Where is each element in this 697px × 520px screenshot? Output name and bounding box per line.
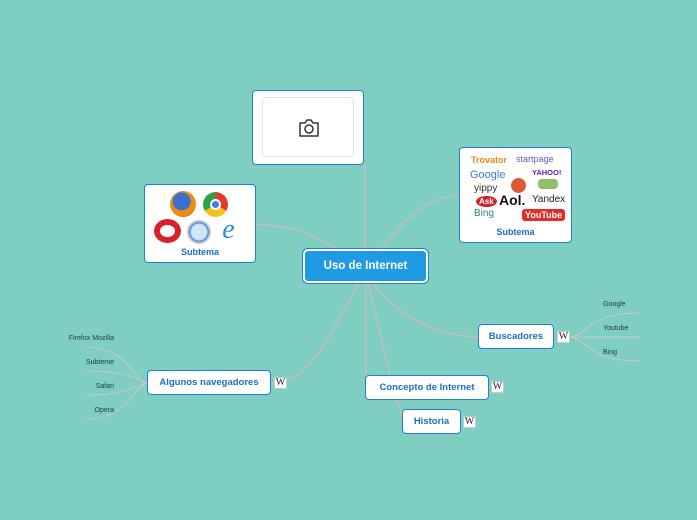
link-root-browser-image [254,223,339,251]
topic-history[interactable]: Historia [402,409,461,434]
link-root-search [371,281,479,338]
camera-icon [299,119,319,137]
topic-browsers[interactable]: Algunos navegadores [147,370,271,395]
browser-logos-image-node[interactable]: e Subtema [144,184,256,263]
logo-ask: Ask [476,196,497,207]
logo-google: Google [470,169,506,181]
leaf-firefox-mozilla[interactable]: Firefox Mozilla [68,335,114,342]
logo-startpage: startpage [516,154,554,164]
link-browser-leaf-4 [85,382,148,420]
link-search-leaf-3 [570,336,641,362]
root-node[interactable]: Uso de Internet [303,249,428,283]
image-placeholder-frame [262,97,354,157]
link-root-history [367,281,404,419]
topic-browsers-label: Algunos navegadores [159,377,259,388]
internet-explorer-logo-icon: e [222,214,235,245]
logo-aol: Aol. [499,192,526,208]
leaf-bing[interactable]: Bing [603,349,618,356]
link-root-search-image [379,194,461,251]
wikipedia-icon-concept[interactable]: W [491,381,504,393]
logo-yahoo: YAHOO! [532,168,562,177]
safari-logo-icon [187,220,211,244]
topic-internet-concept-label: Concepto de Internet [379,382,475,393]
logo-youtube: YouTube [522,209,566,221]
sphere-logo-icon [538,179,558,189]
search-engine-logos-image-node[interactable]: Trovator startpage Google YAHOO! yippy A… [459,147,572,243]
leaf-opera[interactable]: Opera [94,407,114,414]
image-placeholder-node[interactable] [252,90,364,165]
link-search-leaf-1 [570,312,641,338]
search-image-caption: Subtema [496,227,535,237]
wikipedia-icon-history[interactable]: W [463,416,476,428]
logo-yippy: yippy [474,183,498,194]
duckduckgo-logo-icon [511,178,526,193]
browser-image-caption: Subtema [180,247,219,257]
leaf-subteme[interactable]: Subteme [85,359,114,366]
leaf-safari[interactable]: Safari [95,383,114,390]
logo-yandex: Yandex [532,194,566,205]
logo-bing: Bing [474,208,495,219]
logo-trovator: Trovator [471,155,508,165]
link-browser-leaf-3 [85,382,148,396]
firefox-logo-icon [170,191,196,217]
leaf-google[interactable]: Google [603,301,626,308]
root-label: Uso de Internet [323,260,408,272]
link-root-browsers [269,281,361,384]
wikipedia-icon-browsers[interactable]: W [274,377,287,389]
topic-search-engines[interactable]: Buscadores [478,324,554,349]
opera-logo-icon [154,219,181,243]
topic-history-label: Historia [413,416,450,427]
chrome-logo-icon [203,192,228,217]
leaf-youtube[interactable]: Youtube [603,325,629,332]
link-browser-leaf-2 [85,370,148,384]
topic-search-engines-label: Buscadores [488,331,544,342]
wikipedia-icon-search[interactable]: W [557,331,570,343]
topic-internet-concept[interactable]: Concepto de Internet [365,375,489,400]
link-browser-leaf-1 [85,346,148,384]
